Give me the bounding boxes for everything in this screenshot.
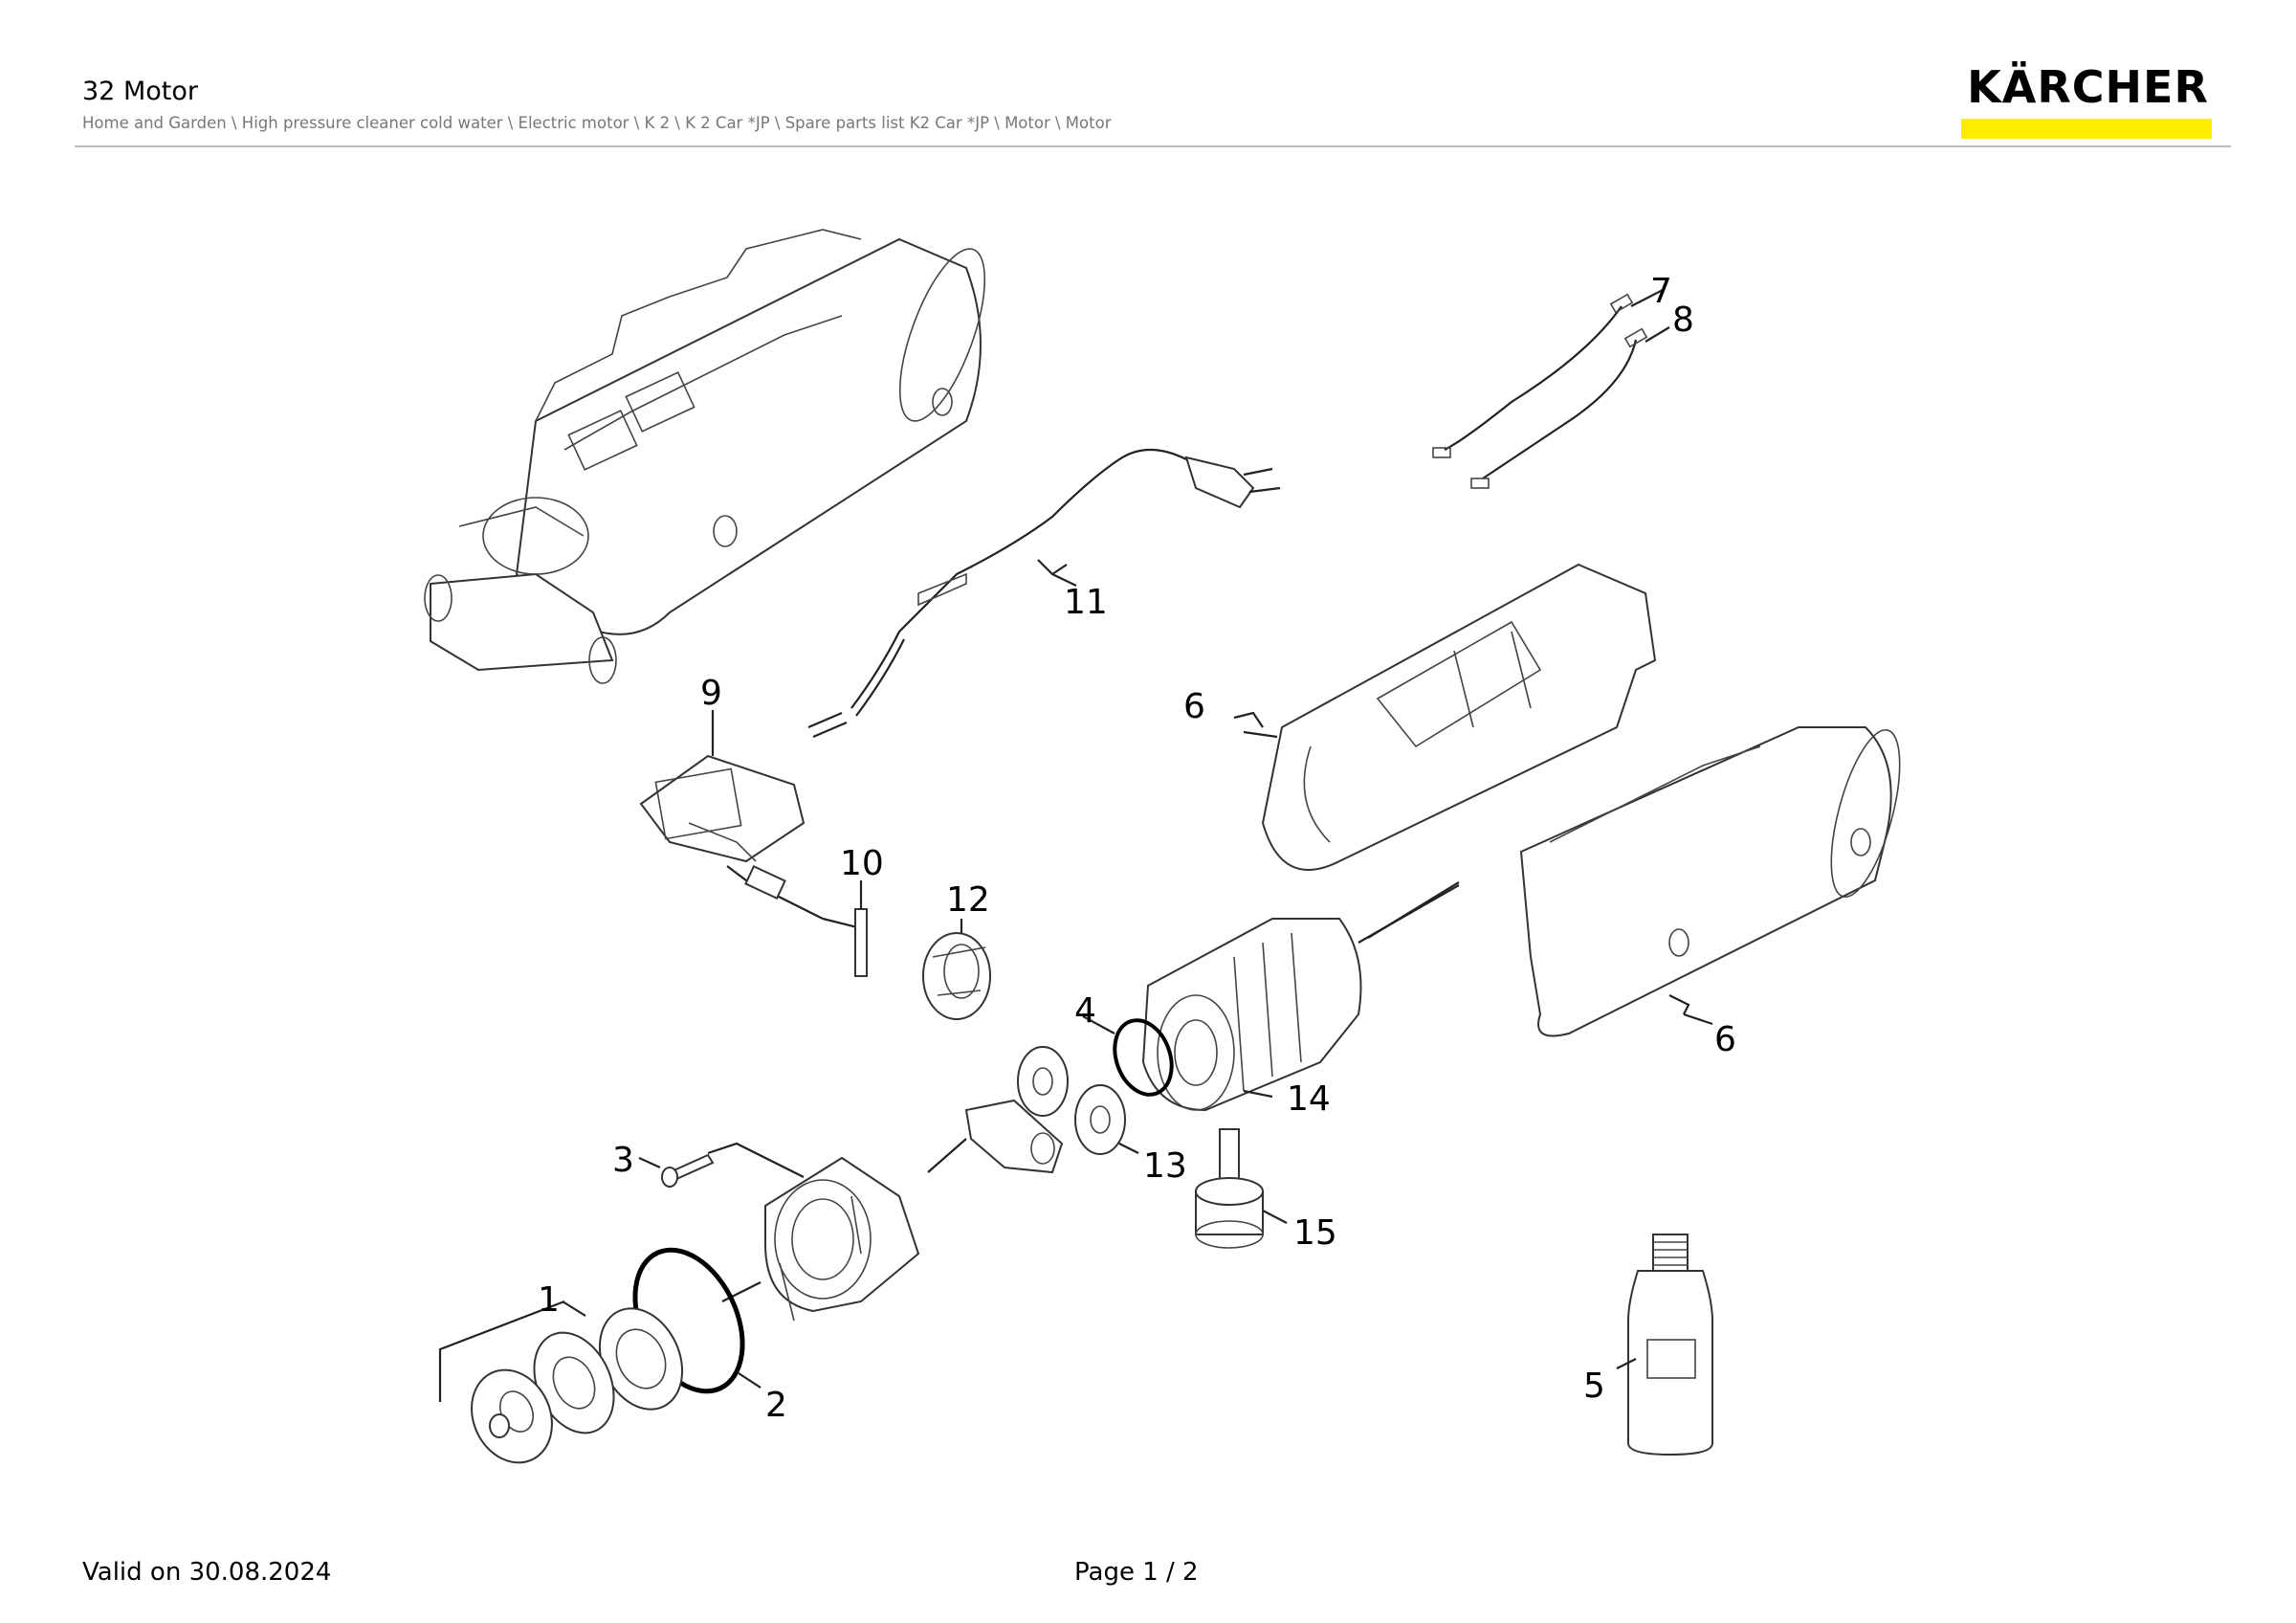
label-2: 2 [765,1386,787,1425]
label-14: 14 [1287,1079,1331,1119]
label-11: 11 [1064,583,1108,622]
pump-head [721,1156,920,1322]
label-3: 3 [612,1141,634,1180]
logo-yellow-bar [1961,119,2212,139]
part-3-screw [638,1142,805,1188]
label-9: 9 [700,674,722,713]
part-14-motor [1082,884,1460,1112]
logo-text: KÄRCHER [1967,61,2209,113]
label-6-upper: 6 [1183,687,1205,726]
label-6-lower: 6 [1714,1020,1736,1059]
label-1: 1 [538,1280,560,1320]
label-4: 4 [1074,991,1096,1031]
valid-date: Valid on 30.08.2024 [82,1558,332,1587]
label-8: 8 [1672,300,1694,340]
part-1-bearing-set [438,1300,684,1464]
part-11-power-cable [807,449,1281,739]
header-divider [75,145,2231,147]
page-title: 32 Motor [82,77,198,106]
label-7: 7 [1650,272,1672,311]
label-10: 10 [840,844,884,883]
label-12: 12 [946,880,990,920]
page-number: Page 1 / 2 [1074,1558,1199,1587]
assembled-pump-unit [424,229,986,684]
part-10-microswitch [726,865,868,977]
part-6-housing-upper [1233,563,1657,871]
label-5: 5 [1583,1367,1605,1406]
label-13: 13 [1143,1146,1187,1186]
part-9-pressure-switch [639,710,806,863]
karcher-logo: KÄRCHER [1961,63,2215,139]
part-13-gears [927,1046,1139,1174]
parts-7-8-cables [1432,288,1670,489]
part-15-accumulator [1195,1128,1288,1249]
part-5-oil-bottle [1616,1234,1713,1456]
label-15: 15 [1293,1213,1337,1253]
breadcrumb: Home and Garden \ High pressure cleaner … [82,114,1112,132]
part-12-knob [922,919,991,1020]
